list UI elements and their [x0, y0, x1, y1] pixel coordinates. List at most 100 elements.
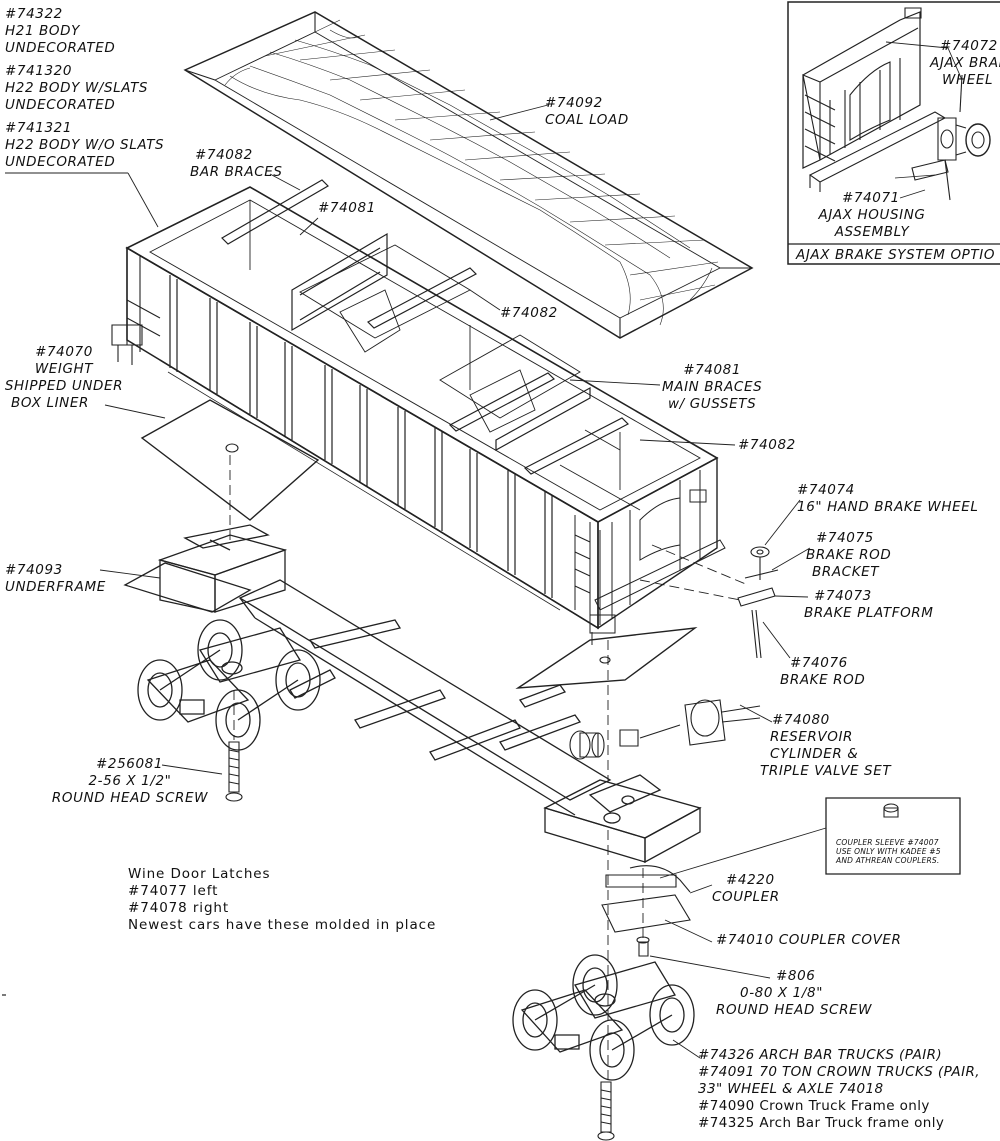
alignment-dashes [230, 455, 748, 1080]
weight-plate-part [142, 400, 318, 520]
part-note: WHEEL [942, 72, 994, 88]
part-number: #74075 [816, 530, 874, 546]
leader-lines [5, 42, 962, 1058]
label-bar-braces: #74082 BAR BRACES [190, 147, 283, 181]
car-body-part [112, 180, 725, 645]
part-name: H22 BODY W/SLATS [5, 80, 149, 96]
part-name: 2-56 X 1/2" [88, 773, 172, 789]
note-line: AND ATHREAN COUPLERS. [836, 856, 940, 865]
note-line: COUPLER SLEEVE #74007 [836, 838, 939, 847]
part-name: H22 BODY W/O SLATS [5, 137, 165, 153]
part-note: TRIPLE VALVE SET [760, 763, 892, 779]
hand-brake-parts [738, 547, 778, 658]
label-screw-806: #806 0-80 X 1/8" ROUND HEAD SCREW [716, 968, 876, 1019]
label-body-h22-slats: #741320 H22 BODY W/SLATS UNDECORATED [5, 63, 148, 114]
coupler-sleeve-note-box [826, 798, 960, 874]
part-number: #741320 [5, 63, 73, 79]
label-brake-rod: #74076 BRAKE ROD [780, 655, 865, 689]
label-coal-load: #74092 COAL LOAD [545, 95, 629, 129]
label-brake-platform: #74073 BRAKE PLATFORM [804, 588, 934, 622]
part-number: #74080 [772, 712, 830, 728]
part-number: #74073 [814, 588, 872, 604]
part-number: #74322 [5, 6, 63, 22]
part-note: CYLINDER & [770, 746, 859, 762]
part-number: #74082 [500, 305, 558, 321]
label-74082-mid: #74082 [500, 305, 558, 322]
label-wine-door-latches: Wine Door Latches #74077 left #74078 rig… [128, 866, 436, 934]
part-name: COUPLER [712, 889, 780, 905]
truck-line: 33" WHEEL & AXLE 74018 [698, 1081, 884, 1097]
front-truck-part [138, 620, 320, 750]
label-body-h22-noslats: #741321 H22 BODY W/O SLATS UNDECORATED [5, 120, 164, 171]
part-number: #74082 [195, 147, 253, 163]
part-number: #4220 [726, 872, 775, 888]
label-underframe: #74093 UNDERFRAME [5, 562, 106, 596]
air-brake-parts [570, 700, 898, 932]
label-reservoir: #74080 RESERVOIR CYLINDER & TRIPLE VALVE… [760, 712, 891, 780]
part-name: RESERVOIR [770, 729, 854, 745]
part-number: #74072 [940, 38, 998, 54]
part-note: ROUND HEAD SCREW [51, 790, 209, 806]
label-trucks: #74326 ARCH BAR TRUCKS (PAIR) #74091 70 … [698, 1047, 980, 1132]
part-note: w/ GUSSETS [668, 396, 757, 412]
part-note: ROUND HEAD SCREW [716, 1002, 873, 1018]
truck-line: #74325 Arch Bar Truck frame only [698, 1115, 945, 1131]
box-liner-part [518, 628, 695, 688]
label-screw-256081: #256081 2-56 X 1/2" ROUND HEAD SCREW [50, 756, 210, 807]
part-note: BRACKET [812, 564, 880, 580]
part-number: #74092 [545, 95, 603, 111]
part-number: #74081 [318, 200, 376, 216]
part-number: #74070 [35, 344, 93, 360]
part-name: BRAKE ROD [806, 547, 892, 563]
label-74081-top: #74081 [318, 200, 376, 217]
part-name: 16" HAND BRAKE WHEEL [797, 499, 979, 515]
truck-line: #74090 Crown Truck Frame only [698, 1098, 930, 1114]
label-ajax-caption: AJAX BRAKE SYSTEM OPTIO [796, 247, 995, 264]
underframe-part [125, 525, 700, 862]
part-name: H21 BODY [5, 23, 80, 39]
label-body-h21: #74322 H21 BODY UNDECORATED [5, 6, 115, 57]
note-line: USE ONLY WITH KADEE #5 [836, 847, 941, 856]
part-note: SHIPPED UNDER [4, 378, 124, 394]
part-number: #74071 [842, 190, 900, 206]
label-74082-right: #74082 [738, 437, 796, 454]
inset-caption: AJAX BRAKE SYSTEM OPTIO [796, 247, 996, 263]
part-number: #74081 [683, 362, 742, 378]
part-name: AJAX BRAK [930, 55, 1000, 71]
part-number: #74076 [790, 655, 848, 671]
part-note: UNDECORATED [5, 40, 116, 56]
label-coupler-sleeve-note: COUPLER SLEEVE #74007 USE ONLY WITH KADE… [836, 838, 941, 865]
part-number: #74074 [797, 482, 855, 498]
note-line: #74077 left [128, 883, 219, 899]
part-name: WEIGHT [34, 361, 94, 377]
part-name: BRAKE ROD [780, 672, 866, 688]
label-brake-rod-bracket: #74075 BRAKE ROD BRACKET [806, 530, 891, 581]
part-name: AJAX HOUSING [818, 207, 926, 223]
part-number: #806 [776, 968, 816, 984]
note-title: Wine Door Latches [128, 866, 271, 882]
part-number: #74082 [738, 437, 796, 453]
truck-line: #74091 70 TON CROWN TRUCKS (PAIR, [698, 1064, 980, 1080]
part-name: COAL LOAD [545, 112, 629, 128]
screws [226, 742, 649, 1140]
part-note: UNDECORATED [5, 97, 116, 113]
rear-truck-part [513, 955, 694, 1080]
part-name: UNDERFRAME [5, 579, 106, 595]
note-line: Newest cars have these molded in place [128, 917, 437, 933]
note-line: #74078 right [128, 900, 230, 916]
label-coupler-cover: #74010 COUPLER COVER [716, 932, 902, 949]
part-name: 0-80 X 1/8" [740, 985, 824, 1001]
ajax-inset [788, 2, 1000, 264]
label-ajax-brake-wheel: #74072 AJAX BRAK WHEEL [930, 38, 1000, 89]
label-weight: #74070 WEIGHT SHIPPED UNDER BOX LINER [3, 344, 125, 412]
label-main-braces: #74081 MAIN BRACES w/ GUSSETS [662, 362, 762, 413]
truck-line: #74326 ARCH BAR TRUCKS (PAIR) [698, 1047, 943, 1063]
part-note: BOX LINER [11, 395, 89, 411]
part-name: BAR BRACES [190, 164, 283, 180]
label-coupler: #4220 COUPLER [712, 872, 780, 906]
part-number: #74093 [5, 562, 63, 578]
part-name: BRAKE PLATFORM [804, 605, 934, 621]
part-number: #256081 [96, 756, 164, 772]
